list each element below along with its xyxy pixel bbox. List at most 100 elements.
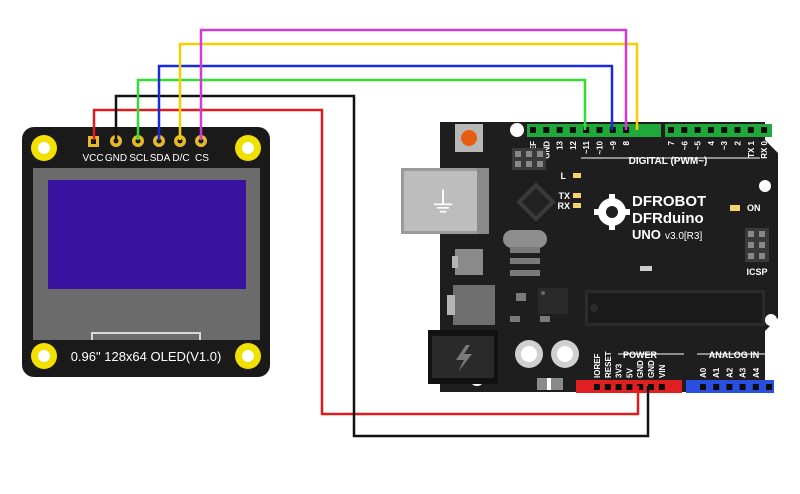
crystal: [503, 230, 547, 248]
pin-hole-left-13: [556, 127, 563, 133]
power-header-label: POWER: [623, 350, 658, 360]
oled-caption: 0.96" 128x64 OLED(V1.0): [71, 349, 222, 364]
small-ic: [538, 288, 568, 314]
digital-pin-label-12: 12: [569, 140, 578, 149]
oled-flex-cable: [91, 332, 201, 340]
brand-line2: DFRduino: [632, 210, 704, 227]
digital-pin-label-gnd: GND: [542, 141, 551, 159]
power-pin-hole-1: [604, 384, 611, 390]
analog-pin-hole-a4: [752, 384, 759, 390]
oled-pin-label-cs: CS: [195, 153, 209, 164]
power-pin-label-vin-6: VIN: [658, 364, 667, 378]
power-pin-hole-4: [637, 384, 644, 390]
digital-pin-label-11: ~11: [582, 140, 591, 154]
digital-pin-label-8: 8: [622, 140, 631, 145]
digital-pin-label-5: ~5: [694, 140, 703, 150]
wire-gnd-gnd: [114, 94, 650, 438]
digital-pin-label-4: 4: [707, 140, 716, 145]
bottom-pin-holes: [594, 384, 772, 390]
power-pin-label-reset-1: RESET: [604, 351, 613, 378]
oled-module: VCC GND SCL SDA D/C CS 0.96" 128x64 OLED…: [22, 127, 270, 377]
pin-hole-right-6: [681, 127, 688, 133]
pin-hole-left-aref: [530, 127, 536, 133]
analog-pin-hole-a3: [739, 384, 746, 390]
pin-hole-right-rx-0: [761, 127, 768, 133]
analog-pin-hole-a5: [766, 384, 772, 390]
icsp-header: [745, 228, 769, 262]
digital-pin-label-9: ~9: [609, 140, 618, 150]
power-pin-hole-5: [648, 384, 654, 390]
analog-header-label: ANALOG IN: [709, 350, 760, 360]
power-pin-hole-6: [658, 384, 665, 390]
icsp-label: ICSP: [746, 267, 767, 277]
wire-scl-13: [136, 78, 587, 140]
power-pin-hole-3: [626, 384, 633, 390]
digital-pin-label-tx-1: TX 1: [747, 140, 756, 157]
brand-line1: DFROBOT: [632, 193, 706, 210]
power-pin-label-gnd-4: GND: [636, 360, 645, 378]
digital-header-right: [665, 124, 772, 137]
analog-pin-label-a5: A5: [765, 367, 774, 378]
usb-controller-chip: [516, 182, 556, 222]
on-label: ON: [747, 203, 761, 213]
wires: [92, 28, 650, 438]
oled-pin-label-dc: D/C: [172, 153, 189, 164]
oled-display-glass: [48, 180, 246, 289]
digital-pin-label-7: 7: [667, 140, 676, 145]
power-pin-hole-0: [594, 384, 600, 390]
pin-hole-right-2: [734, 127, 741, 133]
pin-hole-right-5: [694, 127, 701, 133]
on-led: [730, 205, 740, 211]
digital-pin-label-2: 2: [734, 140, 743, 145]
pin-hole-left-10: [596, 127, 603, 133]
led-label-rx: RX: [557, 201, 570, 211]
regulator-large: [447, 285, 495, 325]
status-leds: [573, 173, 581, 208]
digital-pin-label-13: 13: [556, 140, 565, 149]
pin-hole-left-12: [569, 127, 576, 133]
wire-vcc-5v: [92, 108, 640, 416]
analog-pin-hole-a2: [726, 384, 733, 390]
oled-pin-label-gnd: GND: [105, 153, 127, 164]
oled-pin-label-sda: SDA: [150, 153, 171, 164]
oled-pin-label-scl: SCL: [129, 153, 149, 164]
power-pin-label-3v3-2: 3V3: [615, 363, 624, 378]
oled-pin-label-vcc: VCC: [82, 153, 103, 164]
digital-pin-label-6: ~6: [680, 140, 689, 150]
analog-pin-hole-a1: [713, 384, 720, 390]
digital-header-label: DIGITAL (PWM~): [629, 156, 708, 167]
passive-components: [510, 247, 652, 322]
analog-pin-label-a1: A1: [712, 367, 721, 378]
pin-hole-right-3: [721, 127, 728, 133]
pin-hole-right-7: [668, 127, 674, 133]
power-pin-label-ioref-0: IOREF: [593, 353, 602, 378]
analog-pin-label-a0: A0: [699, 367, 708, 378]
analog-pin-label-a4: A4: [752, 367, 761, 378]
usb-connector: [401, 168, 489, 234]
wire-cs-10: [199, 28, 628, 140]
power-pin-hole-2: [615, 384, 622, 390]
microcontroller: [585, 290, 765, 326]
usb-icon: ⏚: [429, 186, 457, 219]
model-name: UNO: [632, 227, 661, 242]
model-version: v3.0[R3]: [665, 231, 702, 242]
pin-hole-left-gnd: [543, 127, 550, 133]
led-label-tx: TX: [558, 191, 570, 201]
digital-pin-label-3: ~3: [720, 140, 729, 150]
wire-sda-11: [157, 64, 614, 140]
led-label-l: L: [561, 171, 567, 181]
power-pin-label-gnd-5: GND: [647, 360, 656, 378]
digital-pin-label-rx-0: RX 0: [760, 140, 769, 158]
analog-pin-label-a3: A3: [739, 367, 748, 378]
power-pin-label-5v-3: 5V: [625, 368, 634, 378]
reset-button: [455, 124, 483, 152]
analog-pin-label-a2: A2: [725, 367, 734, 378]
pin-hole-right-4: [707, 127, 714, 133]
digital-pin-label-10: ~10: [596, 140, 605, 154]
dfrobot-gear-logo: [594, 194, 630, 230]
capacitors: [515, 340, 579, 368]
wire-dc-9: [178, 42, 639, 140]
